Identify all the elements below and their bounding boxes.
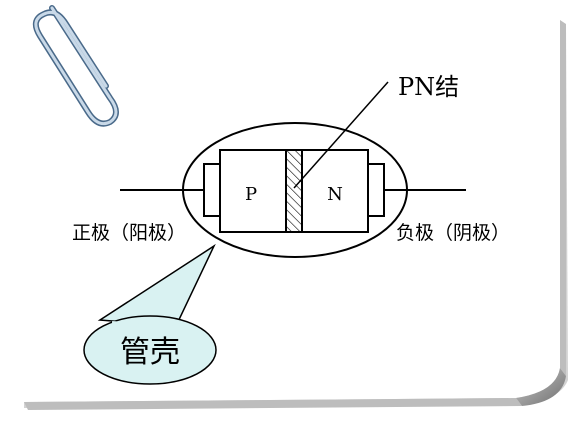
n-region-label: N: [327, 184, 343, 205]
case-label: 管壳: [120, 335, 180, 370]
junction-pointer-line: [293, 81, 389, 189]
junction-band: [285, 149, 303, 233]
junction-label: PN结: [398, 73, 459, 101]
paperclip-icon: [32, 5, 119, 127]
anode-contact: [203, 163, 221, 217]
case-ellipse: [182, 122, 408, 258]
case-callout: 管壳: [83, 243, 217, 385]
p-region-label: P: [245, 184, 257, 205]
anode-label: 正极（阳极）: [72, 222, 186, 244]
n-region: [301, 149, 369, 233]
cathode-label: 负极（阴极）: [396, 222, 510, 244]
cathode-contact: [367, 163, 385, 217]
p-region: [219, 149, 287, 233]
